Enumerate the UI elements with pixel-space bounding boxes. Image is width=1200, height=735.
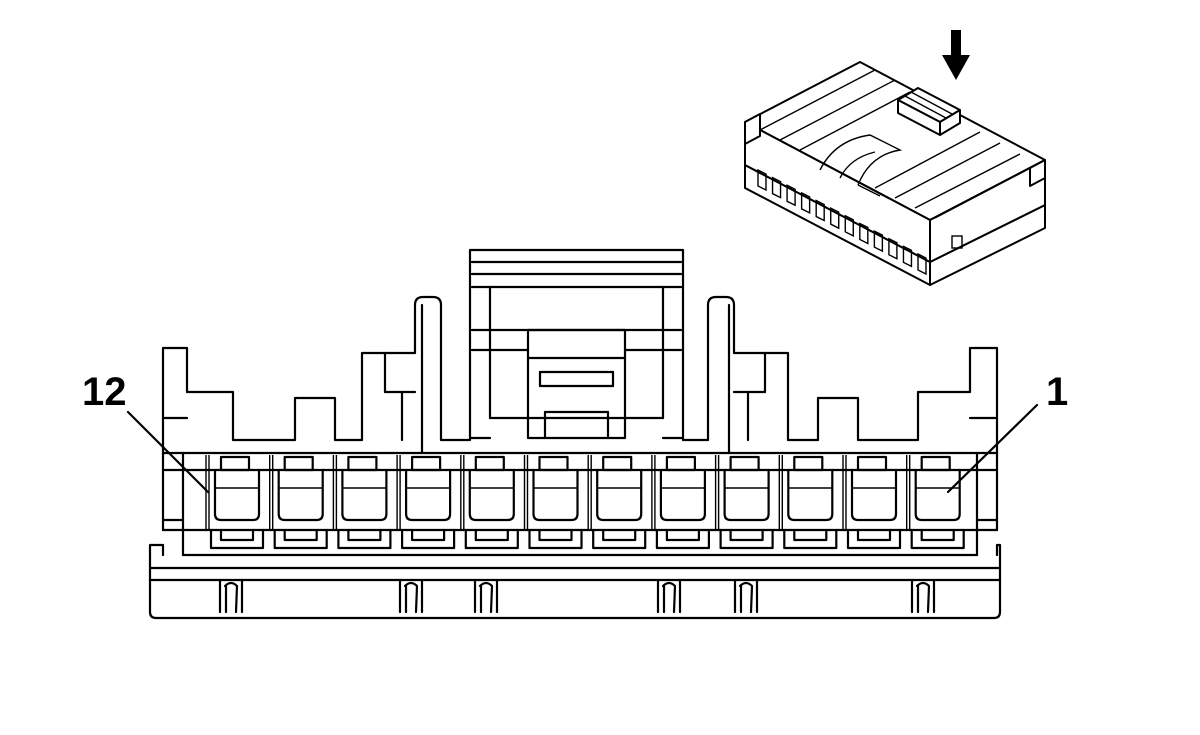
iso-slot xyxy=(902,245,913,268)
terminal-cavity xyxy=(587,455,647,550)
iso-slot xyxy=(771,176,782,199)
iso-slot xyxy=(873,229,884,253)
terminal-cavity xyxy=(460,455,519,550)
leader-line-pin-12 xyxy=(126,410,210,494)
cavity-band xyxy=(161,451,999,557)
terminal-cavity xyxy=(523,455,583,550)
terminal-cavity xyxy=(778,455,838,550)
rail-slot-group xyxy=(218,578,936,614)
pin-label-1: 1 xyxy=(1046,370,1069,414)
rail-slot xyxy=(910,578,936,614)
connector-isometric-inset xyxy=(744,30,1046,286)
iso-slot xyxy=(888,237,898,260)
leader-line-pin-1 xyxy=(946,403,1039,494)
iso-slot xyxy=(757,168,767,192)
iso-terminal-slots xyxy=(757,168,927,276)
cavity-group xyxy=(205,455,965,550)
iso-slot xyxy=(786,184,796,207)
iso-slot xyxy=(844,214,854,237)
terminal-cavity xyxy=(906,455,965,550)
iso-slot xyxy=(917,252,927,276)
iso-slot xyxy=(800,191,811,215)
connector-face-view xyxy=(126,248,1039,620)
iso-slot xyxy=(830,207,840,230)
rail-slot xyxy=(473,578,499,614)
terminal-cavity xyxy=(269,455,328,550)
iso-slot xyxy=(815,199,825,222)
rail-slot xyxy=(656,578,682,614)
housing-top-outline xyxy=(161,248,999,455)
down-arrow-icon xyxy=(942,30,970,80)
center-latch xyxy=(468,260,685,440)
terminal-cavity xyxy=(842,455,902,550)
pin-label-12: 12 xyxy=(82,370,127,414)
side-posts xyxy=(161,303,999,455)
terminal-cavity xyxy=(714,455,774,550)
housing-bottom-rail xyxy=(148,543,1002,620)
terminal-cavity xyxy=(651,455,710,550)
terminal-cavity xyxy=(205,455,265,550)
rail-slot xyxy=(218,578,244,614)
iso-slot xyxy=(859,222,869,245)
iso-top-ribs xyxy=(759,69,1039,219)
rail-slot xyxy=(398,578,424,614)
terminal-cavity xyxy=(332,455,392,550)
terminal-cavity xyxy=(396,455,456,550)
rail-slot xyxy=(733,578,759,614)
